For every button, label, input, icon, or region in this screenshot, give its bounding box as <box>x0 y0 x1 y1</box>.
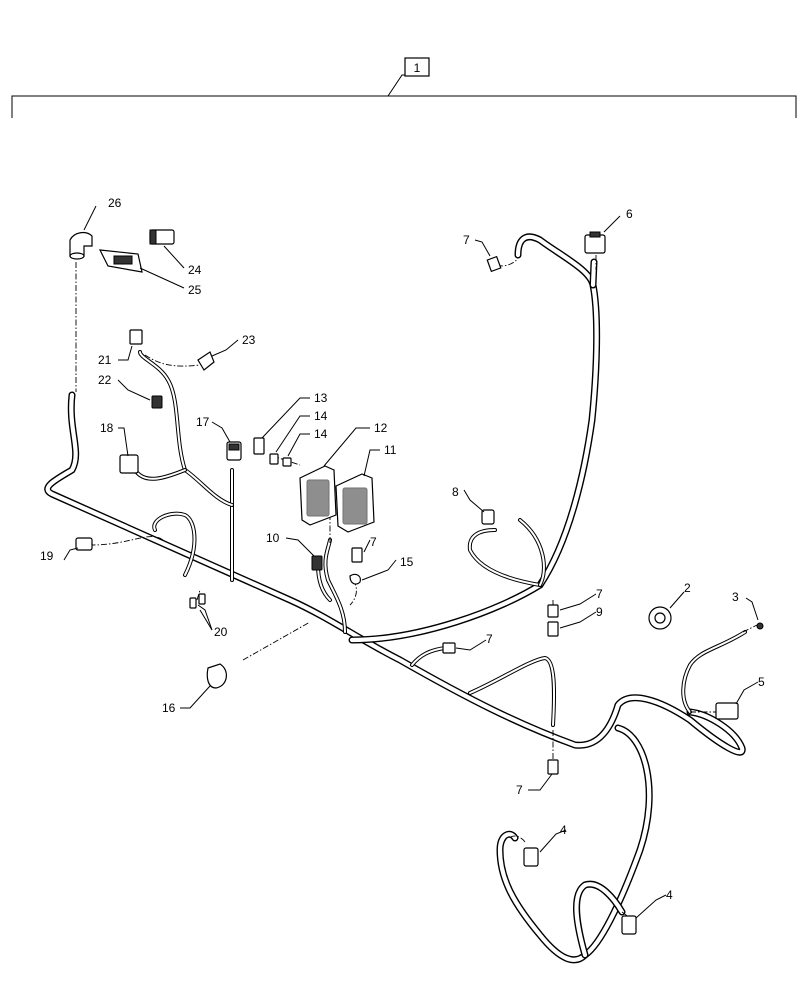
connector-9 <box>547 621 559 637</box>
part-13 <box>253 437 265 455</box>
callout-7: 7 <box>516 783 523 797</box>
connector-7-right <box>547 604 559 618</box>
connector-23 <box>197 351 215 371</box>
assembly-number: 1 <box>414 61 421 75</box>
module-12 <box>299 465 337 526</box>
callout-17: 17 <box>196 415 210 429</box>
connector-19 <box>75 537 93 551</box>
callout-14: 14 <box>314 409 328 423</box>
module-11 <box>335 473 375 533</box>
callout-10: 10 <box>266 531 280 545</box>
connector-22 <box>151 395 163 409</box>
connector-6 <box>584 231 606 254</box>
callout-8: 8 <box>452 485 459 499</box>
callout-15: 15 <box>400 555 414 569</box>
callout-13: 13 <box>314 391 328 405</box>
callout-labels: 26 24 25 7 6 23 21 22 13 14 14 12 11 18 … <box>40 196 765 902</box>
part-3 <box>756 622 764 630</box>
callout-12: 12 <box>374 421 388 435</box>
connector-7-center <box>351 547 363 563</box>
callout-11: 11 <box>384 443 397 457</box>
part-20 <box>189 593 206 609</box>
callout-5: 5 <box>758 675 765 689</box>
clip-16 <box>206 663 227 689</box>
callout-14: 14 <box>314 427 328 441</box>
assembly-bracket: 1 <box>11 57 797 118</box>
connector-5 <box>715 702 739 720</box>
main-harness <box>44 233 747 964</box>
callout-21: 21 <box>98 353 112 367</box>
callout-26: 26 <box>108 196 122 210</box>
callout-leaders <box>63 205 759 919</box>
callout-7: 7 <box>596 587 603 601</box>
part-14 <box>269 453 292 467</box>
connector-7-top <box>486 255 502 273</box>
connector-8 <box>481 509 495 525</box>
connector-2 <box>648 606 672 630</box>
reference-lines <box>75 255 758 919</box>
callout-9: 9 <box>596 605 603 619</box>
callout-7: 7 <box>486 632 493 646</box>
callout-3: 3 <box>732 590 739 604</box>
connector-7-lower <box>547 759 559 775</box>
connector-10 <box>311 555 323 571</box>
callout-7: 7 <box>370 535 377 549</box>
connector-24 <box>149 229 175 245</box>
callout-19: 19 <box>40 549 54 563</box>
callout-4: 4 <box>666 888 673 902</box>
callout-22: 22 <box>98 373 112 387</box>
connector-26 <box>69 231 93 260</box>
part-15 <box>349 573 361 585</box>
callout-20: 20 <box>214 625 228 639</box>
callout-6: 6 <box>626 207 633 221</box>
callout-23: 23 <box>242 333 256 347</box>
connector-7-mid <box>442 642 456 654</box>
connector-21 <box>129 329 143 345</box>
connector-17 <box>226 441 242 461</box>
callout-2: 2 <box>684 581 691 595</box>
connector-4-left <box>523 847 539 867</box>
callout-24: 24 <box>188 263 202 277</box>
callout-18: 18 <box>100 421 114 435</box>
callout-16: 16 <box>162 701 176 715</box>
connector-25 <box>98 249 143 273</box>
connector-18 <box>119 454 139 474</box>
callout-4: 4 <box>560 823 567 837</box>
connector-4-right <box>621 915 637 935</box>
callout-7: 7 <box>463 233 470 247</box>
callout-25: 25 <box>188 283 202 297</box>
